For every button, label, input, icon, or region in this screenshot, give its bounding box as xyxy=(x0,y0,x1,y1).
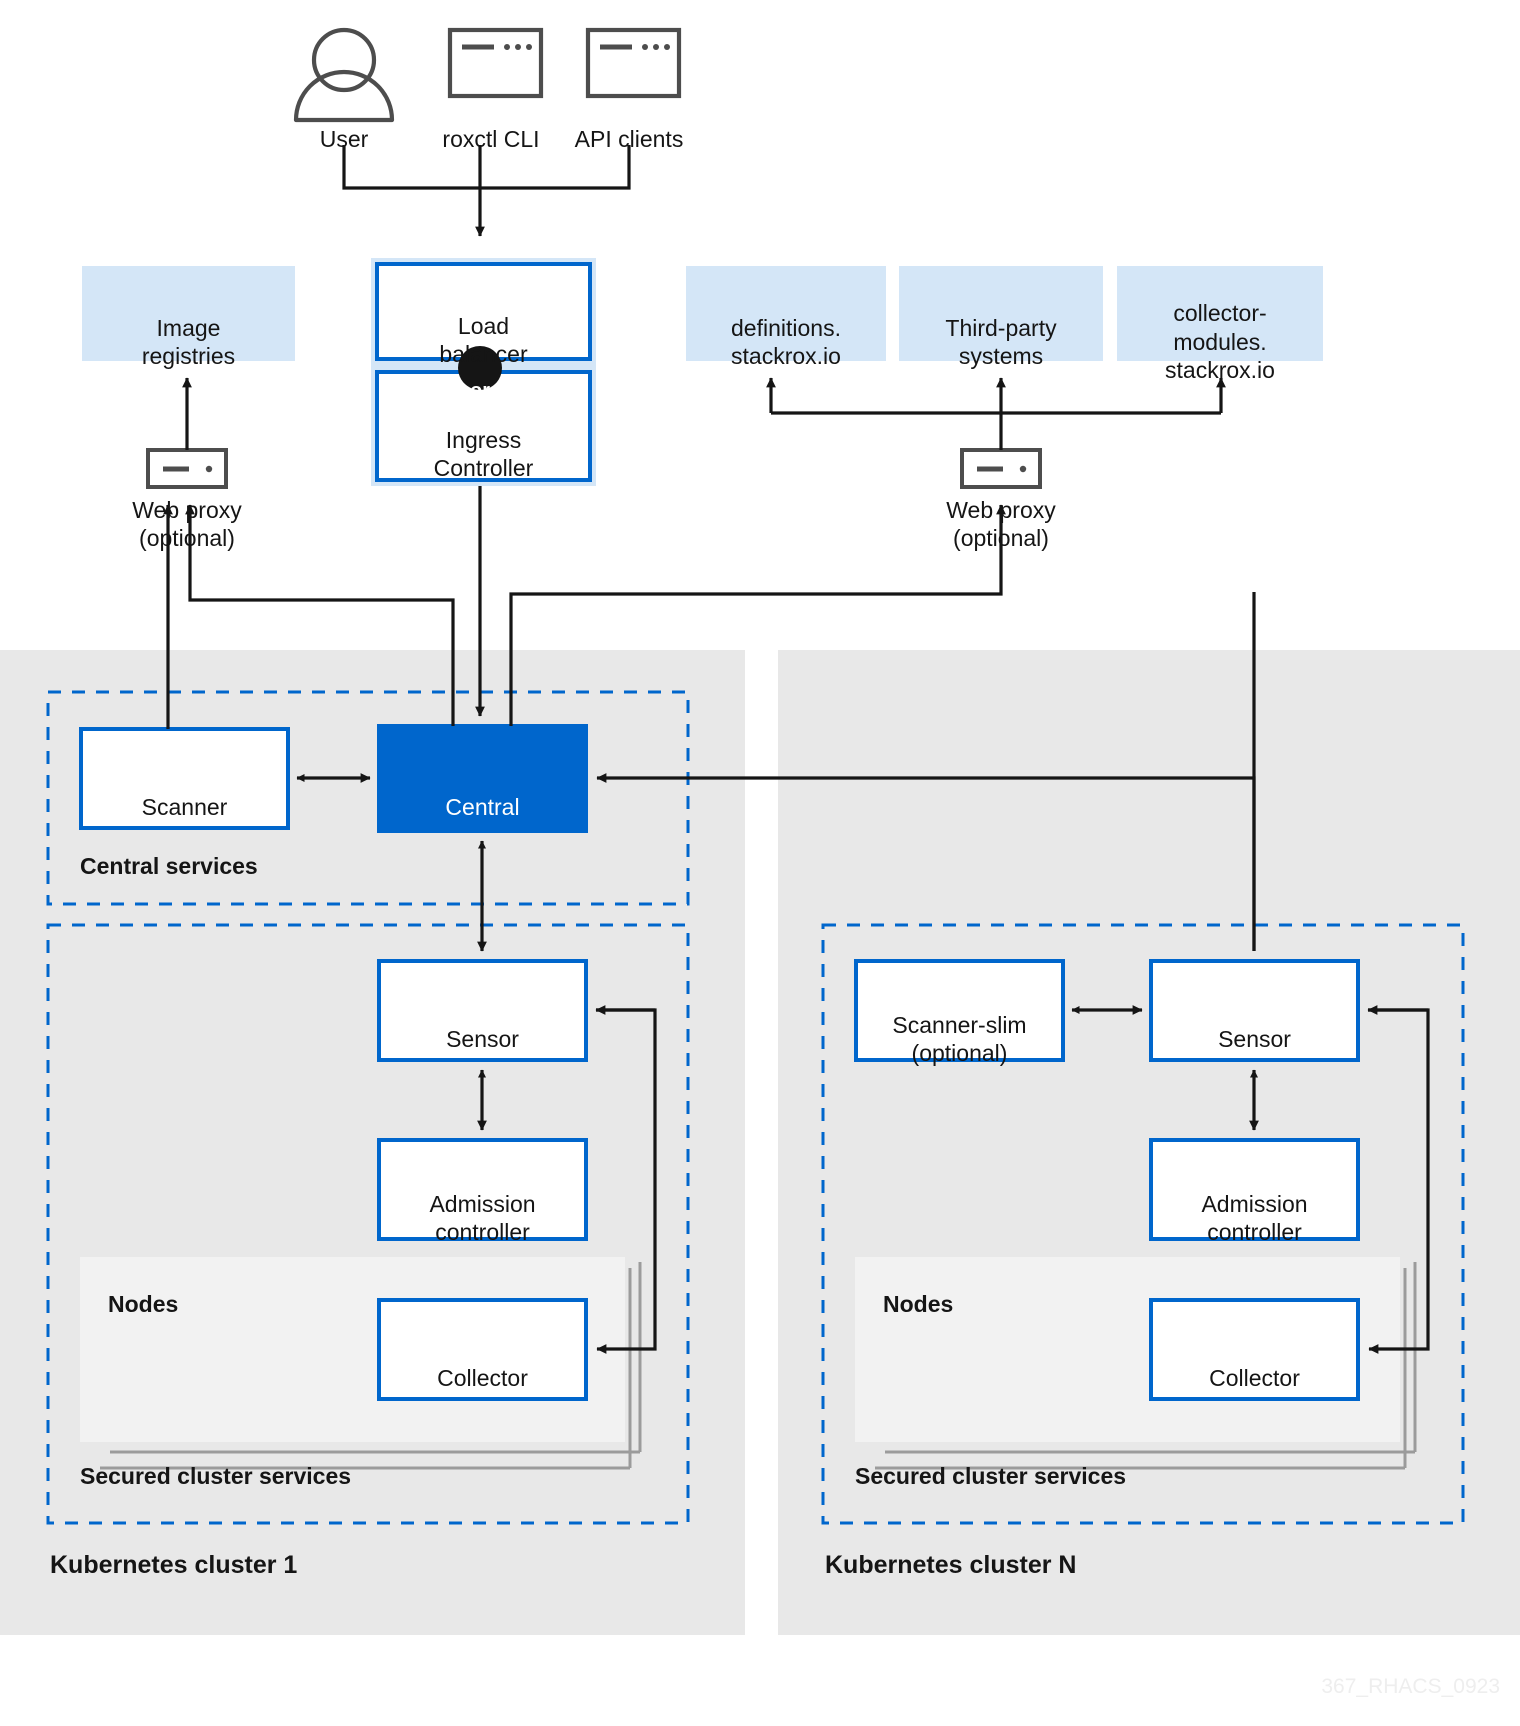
third-party-systems-box xyxy=(899,266,1103,361)
source-label-api-clients: API clients xyxy=(574,126,684,152)
cluster-n-scanner-slim-box xyxy=(854,959,1065,1062)
terminal-window-icon-roxctl xyxy=(447,27,544,99)
central-text: Central xyxy=(445,793,520,820)
cluster-1-collector-box xyxy=(377,1298,588,1401)
cluster-n-services-group xyxy=(821,923,1465,1525)
watermark: 367_RHACS_0923 xyxy=(1321,1675,1500,1698)
connector-central-to-rightproxy xyxy=(509,504,1006,726)
or-text: or xyxy=(470,380,490,403)
web-proxy-left-label: Web proxy (optional) xyxy=(132,497,242,552)
cluster-1-collector-text: Collector xyxy=(437,1364,528,1391)
ingress-controller-box xyxy=(375,370,592,482)
scanner-text: Scanner xyxy=(141,793,228,820)
third-party-systems-label: Third-party systems xyxy=(899,266,1103,369)
cluster-n-scanner-slim-text: Scanner-slim (optional) xyxy=(892,1011,1027,1066)
connector-api-to-bus xyxy=(480,145,631,190)
terminal-window-icon-api xyxy=(585,27,682,99)
cluster-n-collector-label: Collector xyxy=(1151,1300,1358,1399)
cluster-1-admission-controller-label: Admission controller xyxy=(379,1140,586,1245)
cluster-n-sensor-text: Sensor xyxy=(1218,1025,1291,1052)
ingress-controller-text: Ingress Controller xyxy=(433,427,534,482)
definitions-stackrox-text: definitions. stackrox.io xyxy=(731,314,841,369)
or-badge-label: or xyxy=(458,355,502,404)
connector-central-to-leftproxy xyxy=(185,504,455,726)
cluster-n-nodes-stack xyxy=(855,1257,1417,1470)
cluster-1-services-group-label: Secured cluster services xyxy=(80,1463,352,1489)
central-services-group xyxy=(46,690,690,906)
source-label-roxctl: roxctl CLI xyxy=(442,126,540,152)
cluster-1-admission-controller-text: Admission controller xyxy=(429,1190,536,1245)
image-registries-box xyxy=(82,266,295,361)
cluster-1-services-group xyxy=(46,923,690,1525)
cluster-n-title: Kubernetes cluster N xyxy=(825,1551,1077,1579)
cluster-n-nodes-label: Nodes xyxy=(883,1291,954,1317)
cluster-1-title: Kubernetes cluster 1 xyxy=(50,1551,298,1579)
connector-user-to-bus xyxy=(342,145,480,190)
image-registries-text: Image registries xyxy=(141,314,236,369)
web-proxy-right-label: Web proxy (optional) xyxy=(946,497,1056,552)
web-proxy-icon-left xyxy=(146,448,228,489)
source-label-user: User xyxy=(319,126,369,152)
image-registries-label: Image registries xyxy=(82,266,295,369)
cluster-n-admission-controller-label: Admission controller xyxy=(1151,1140,1358,1245)
cluster-n-collector-box xyxy=(1149,1298,1360,1401)
scanner-box xyxy=(79,727,290,830)
central-box xyxy=(377,724,588,833)
web-proxy-icon-right xyxy=(960,448,1042,489)
cluster-n-scanner-slim-label: Scanner-slim (optional) xyxy=(856,961,1063,1066)
collector-modules-label: collector- modules. stackrox.io xyxy=(1117,266,1323,382)
central-services-group-label: Central services xyxy=(80,853,258,879)
scanner-label: Scanner xyxy=(81,729,288,828)
cluster-n-sensor-box xyxy=(1149,959,1360,1062)
load-balancer-text: Load balancer xyxy=(439,312,528,367)
cluster-n-collector-text: Collector xyxy=(1209,1364,1300,1391)
cluster-1-sensor-label: Sensor xyxy=(379,961,586,1060)
cluster-n-services-group-label: Secured cluster services xyxy=(855,1463,1127,1489)
cluster-n-admission-controller-box xyxy=(1149,1138,1360,1241)
cluster-1-collector-label: Collector xyxy=(379,1300,586,1399)
collector-modules-text: collector- modules. stackrox.io xyxy=(1165,300,1275,383)
load-balancer-box xyxy=(375,262,592,361)
cluster-1-admission-controller-box xyxy=(377,1138,588,1241)
cluster-1-sensor-text: Sensor xyxy=(446,1025,519,1052)
central-label: Central xyxy=(379,726,586,831)
ingress-controller-label: Ingress Controller xyxy=(377,372,590,481)
user-icon xyxy=(293,27,395,123)
cluster-1-nodes-label: Nodes xyxy=(108,1291,179,1317)
load-balancer-label: Load balancer xyxy=(377,264,590,367)
cluster-n-admission-controller-text: Admission controller xyxy=(1201,1190,1308,1245)
definitions-stackrox-label: definitions. stackrox.io xyxy=(686,266,886,369)
third-party-systems-text: Third-party systems xyxy=(945,314,1057,369)
or-badge xyxy=(458,346,502,390)
cluster-n-sensor-label: Sensor xyxy=(1151,961,1358,1060)
definitions-stackrox-box xyxy=(686,266,886,361)
collector-modules-box xyxy=(1117,266,1323,361)
cluster-1-sensor-box xyxy=(377,959,588,1062)
